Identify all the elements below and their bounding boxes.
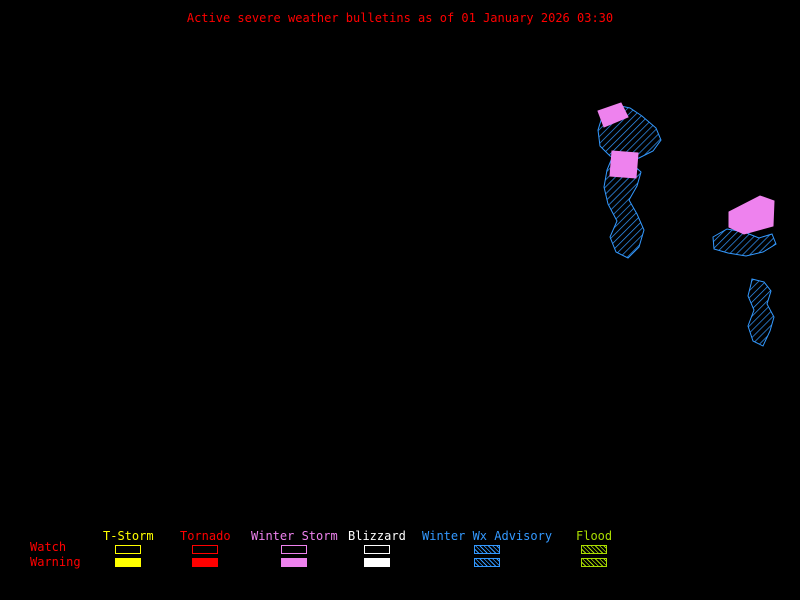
watch-tstorm-swatch xyxy=(115,545,141,554)
watch-winter-storm-swatch xyxy=(281,545,307,554)
legend-col-winter-wx-advisory-label: Winter Wx Advisory xyxy=(422,529,553,543)
warning-tstorm-swatch xyxy=(115,558,141,567)
winter-wx-advisory-region xyxy=(747,278,775,347)
warning-winter-storm-swatch xyxy=(281,558,307,567)
page-title: Active severe weather bulletins as of 01… xyxy=(186,11,614,25)
warning-blizzard-swatch xyxy=(364,558,390,567)
legend-col-tornado-label: Tornado xyxy=(180,529,231,543)
warning-winter-wx-advisory-swatch xyxy=(474,558,500,567)
winter-storm-warning-region xyxy=(609,150,639,179)
watch-tornado-swatch xyxy=(192,545,218,554)
winter-wx-advisory-regions xyxy=(597,104,777,347)
winter-storm-warning-region xyxy=(597,102,629,128)
legend-col-winter-storm-label: Winter Storm xyxy=(251,529,338,543)
legend-row-warning-label: Warning xyxy=(30,555,81,569)
winter-storm-warning-region xyxy=(728,195,775,235)
winter-storm-warning-regions xyxy=(597,102,775,235)
warning-tornado-swatch xyxy=(192,558,218,567)
watch-winter-wx-advisory-swatch xyxy=(474,545,500,554)
legend-col-flood-label: Flood xyxy=(576,529,613,543)
watch-blizzard-swatch xyxy=(364,545,390,554)
warning-flood-swatch xyxy=(581,558,607,567)
winter-wx-advisory-region xyxy=(603,157,645,259)
legend-row-watch-label: Watch xyxy=(30,540,67,554)
legend-col-blizzard-label: Blizzard xyxy=(348,529,406,543)
legend-col-tstorm-label: T-Storm xyxy=(103,529,154,543)
watch-flood-swatch xyxy=(581,545,607,554)
